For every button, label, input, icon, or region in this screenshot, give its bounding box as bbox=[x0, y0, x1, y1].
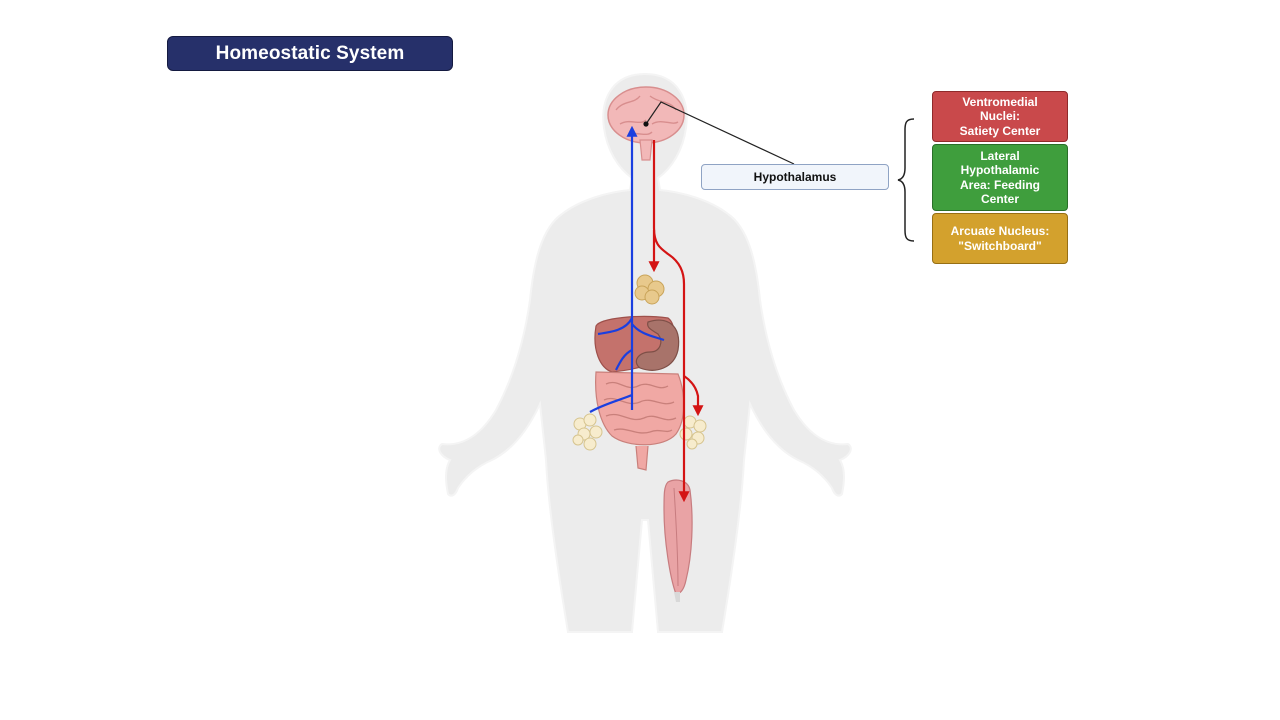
intestines-icon bbox=[595, 371, 685, 471]
stomach-icon bbox=[635, 319, 680, 371]
thyroid-icon bbox=[634, 274, 665, 305]
lateral-hypothalamic-area-box: Lateral Hypothalamic Area: Feeding Cente… bbox=[932, 144, 1068, 211]
adipose-tissue-left-icon bbox=[572, 413, 603, 451]
ventromedial-nuclei-box: Ventromedial Nuclei: Satiety Center bbox=[932, 91, 1068, 142]
efferent-signal-arrow bbox=[648, 140, 704, 503]
hypothalamus-callout: Hypothalamus bbox=[701, 164, 889, 190]
arcuate-nucleus-box: Arcuate Nucleus: "Switchboard" bbox=[932, 213, 1068, 264]
page-title: Homeostatic System bbox=[167, 36, 453, 71]
afferent-signal-arrow bbox=[589, 125, 665, 413]
callout-leader-line bbox=[643, 101, 795, 165]
muscle-icon bbox=[663, 479, 693, 602]
brace-icon bbox=[897, 118, 915, 242]
